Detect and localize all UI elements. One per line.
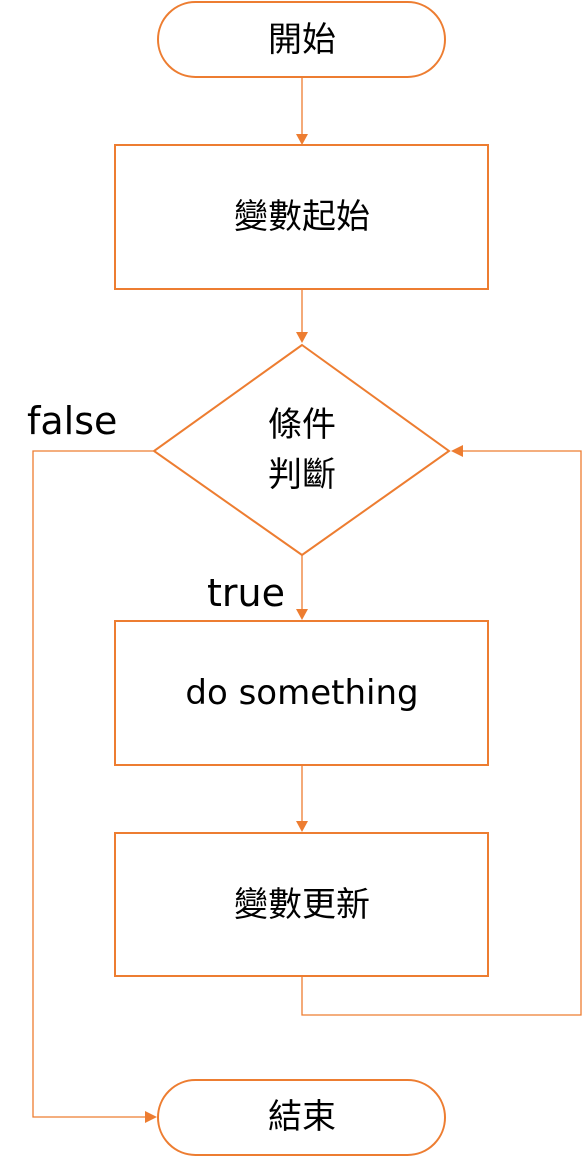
action-process-box bbox=[114, 620, 489, 766]
condition-label-line1: 條件 bbox=[268, 405, 336, 445]
init-process-box bbox=[114, 144, 489, 290]
start-node[interactable]: 開始 bbox=[157, 1, 446, 78]
start-terminal-shape bbox=[157, 1, 446, 78]
arrowhead-action bbox=[296, 609, 308, 620]
end-label: 結束 bbox=[268, 1097, 336, 1137]
edge-condition-to-end bbox=[32, 450, 153, 1118]
false-branch-label: false bbox=[27, 399, 117, 443]
arrowhead-update bbox=[296, 821, 308, 832]
arrowhead-condition bbox=[296, 332, 308, 343]
arrowhead-init bbox=[296, 134, 308, 145]
start-label: 開始 bbox=[268, 20, 336, 60]
update-label: 變數更新 bbox=[234, 885, 370, 925]
end-terminal-shape bbox=[157, 1079, 446, 1156]
init-label: 變數起始 bbox=[234, 197, 370, 237]
connectors bbox=[32, 78, 582, 1123]
arrowhead-loop-back bbox=[451, 445, 463, 457]
end-node[interactable]: 結束 bbox=[157, 1079, 446, 1156]
update-node[interactable]: 變數更新 bbox=[114, 832, 489, 977]
condition-node[interactable]: 條件 判斷 bbox=[152, 343, 451, 557]
action-node[interactable]: do something bbox=[114, 620, 489, 766]
condition-diamond bbox=[152, 343, 451, 557]
edge-update-loop-back bbox=[301, 450, 582, 1016]
update-process-box bbox=[114, 832, 489, 977]
action-label: do something bbox=[185, 673, 418, 713]
true-branch-label: true bbox=[207, 571, 285, 615]
init-node[interactable]: 變數起始 bbox=[114, 144, 489, 290]
arrowhead-end bbox=[145, 1111, 157, 1123]
condition-label-line2: 判斷 bbox=[268, 455, 336, 495]
